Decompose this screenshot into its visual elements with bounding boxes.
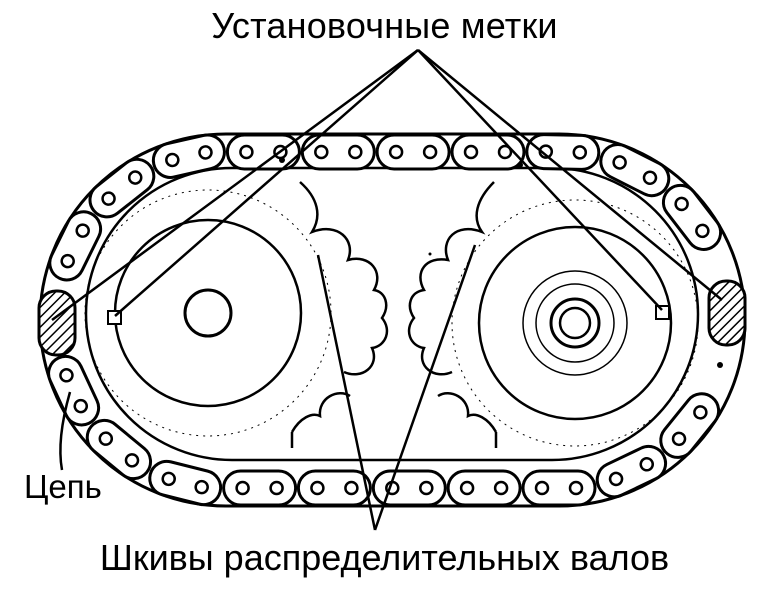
- chain-link: [47, 354, 101, 427]
- chain-link: [525, 133, 601, 171]
- timing-mark-squares: [107, 305, 670, 325]
- chain-link: [148, 459, 223, 507]
- chain-link: [85, 418, 153, 481]
- chain-link: [446, 469, 522, 507]
- chain-link: [48, 210, 103, 282]
- chain-link: [371, 469, 447, 507]
- chain-link: [599, 143, 671, 198]
- right-camshaft-sprocket: [451, 199, 699, 447]
- chain-link: [222, 469, 298, 507]
- chain-label: Цепь: [24, 468, 102, 505]
- chain-links: [47, 133, 723, 507]
- chain-link: [151, 133, 226, 179]
- marked-chain-links: [37, 279, 747, 357]
- chain-link: [521, 469, 597, 507]
- timing-marks-label: Установочные метки: [211, 5, 558, 46]
- diagram-specks: [279, 157, 723, 368]
- camshaft-sprockets-label: Шкивы распределительных валов: [99, 537, 670, 578]
- chain-link: [659, 392, 721, 459]
- chain-link: [661, 183, 723, 251]
- chain-link: [300, 133, 376, 171]
- chain-link: [296, 469, 372, 507]
- chain-link: [88, 157, 156, 219]
- leader-lines: [51, 48, 723, 531]
- chain-link: [595, 444, 668, 499]
- chain-link: [375, 133, 451, 171]
- chain-guide: [290, 181, 498, 448]
